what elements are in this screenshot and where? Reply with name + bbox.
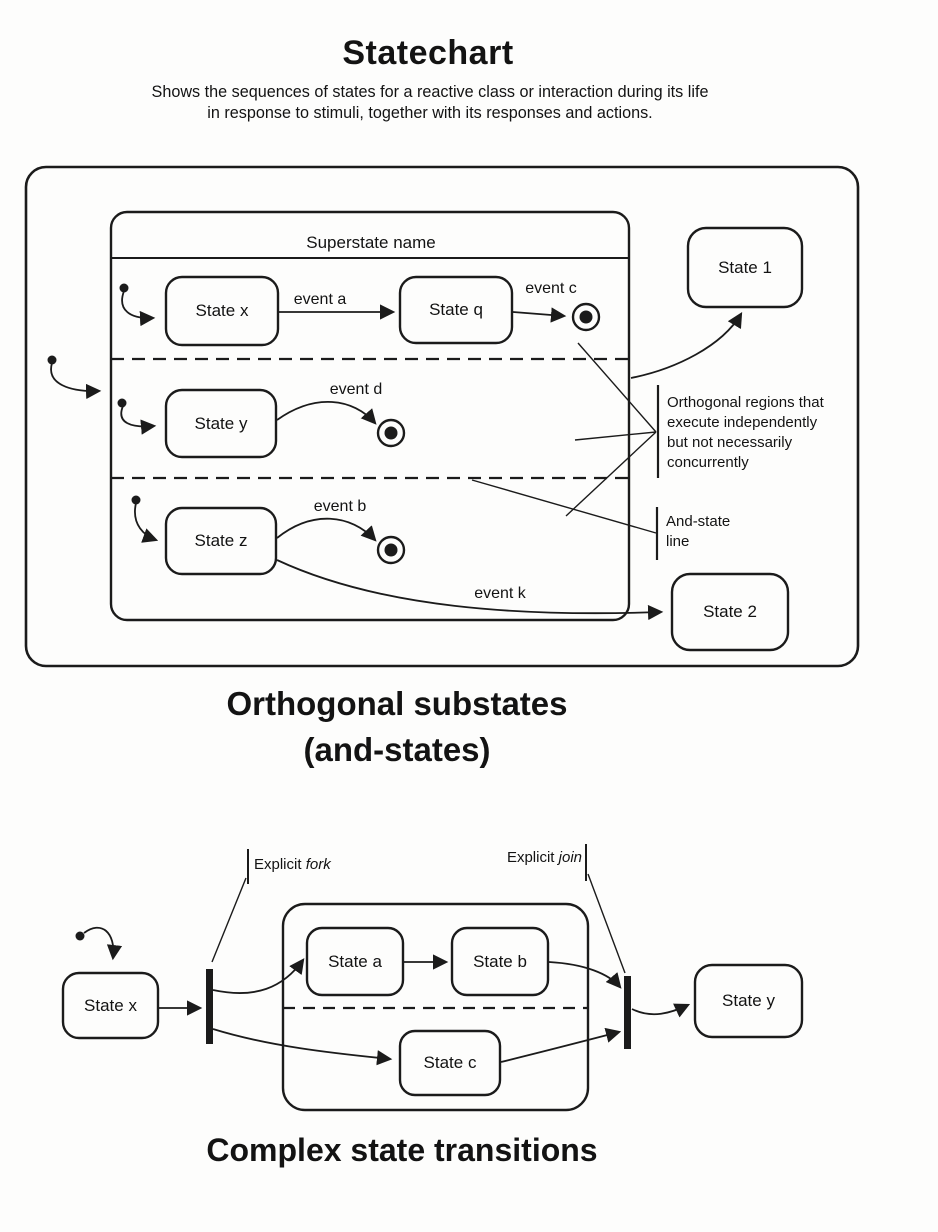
final-state-inner	[384, 543, 398, 557]
event-b-label: event b	[313, 498, 367, 515]
and-state-annotation: And-state line	[666, 512, 786, 552]
state-a-box	[305, 926, 405, 997]
superstate-name: Superstate name	[306, 233, 436, 252]
state-x-bottom-box	[61, 971, 160, 1040]
event-a-label: event a	[293, 291, 347, 308]
initial-transition-to-superstate	[50, 362, 102, 400]
fork-to-state-c	[212, 1028, 393, 1066]
state-2-label: State 2	[703, 602, 757, 621]
orthogonal-annotation-line2: execute independently	[667, 414, 818, 431]
orthogonal-annotation-line3: but not necessarily	[667, 434, 793, 451]
state-1-label: State 1	[718, 257, 772, 277]
and-state-annotation-line2: line	[666, 533, 690, 550]
event-c-label: event c	[525, 280, 577, 297]
join-to-state-y	[631, 1003, 691, 1018]
state-z-label: State z	[194, 531, 248, 550]
initial-state-dot	[119, 283, 129, 293]
state-1-box	[686, 226, 804, 309]
orthogonal-callout-line-1	[577, 342, 657, 433]
fork-to-state-a	[212, 958, 305, 994]
top-diagram-caption: Orthogonal substates (and-states)	[97, 681, 697, 773]
event-k-label: event k	[474, 585, 526, 602]
transition-event-c	[512, 307, 567, 323]
initial-transition-region1	[121, 290, 156, 327]
state-c-to-join	[500, 1027, 622, 1063]
state-q-label: State q	[429, 300, 483, 319]
final-state-inner	[579, 310, 593, 324]
final-state-outer	[571, 302, 601, 332]
transition-to-state-1	[630, 312, 743, 379]
join-bar	[624, 976, 631, 1049]
and-state-callout-line	[471, 479, 657, 534]
initial-state-dot	[47, 355, 57, 365]
explicit-fork-label: Explicit fork	[254, 856, 331, 873]
orthogonal-callout-line-2	[574, 431, 657, 441]
state-b-label: State b	[473, 951, 527, 971]
initial-transition-region3	[134, 502, 159, 543]
initial-state-dot	[131, 495, 141, 505]
state-c-label: State c	[423, 1053, 477, 1072]
orthogonal-annotation-line1: Orthogonal regions that	[667, 394, 824, 411]
bottom-diagram-caption: Complex state transitions	[206, 1132, 598, 1168]
final-state-outer	[376, 418, 406, 448]
transition-event-d	[276, 400, 377, 425]
state-b-box	[450, 926, 550, 997]
enclosing-state-box	[24, 165, 860, 668]
event-d-label: event d	[329, 381, 383, 398]
orthogonal-annotation-line4: concurrently	[667, 454, 749, 471]
and-state-annotation-line1: And-state	[666, 513, 731, 530]
initial-transition-region2	[120, 405, 157, 435]
state-z-box	[164, 506, 278, 576]
superstate-box	[109, 210, 631, 622]
state-y-label: State y	[194, 413, 248, 433]
initial-transition-bottom	[83, 927, 123, 961]
caption-orthogonal-substates: Orthogonal substates	[226, 685, 568, 722]
page-subtitle-line2: in response to stimuli, together with it…	[207, 104, 653, 122]
state-x-label: State x	[195, 301, 249, 320]
final-state-inner	[384, 426, 398, 440]
fork-callout-line	[211, 877, 247, 963]
state-q-box	[398, 275, 514, 345]
page-subtitle-line1: Shows the sequences of states for a reac…	[151, 83, 709, 101]
fork-bar	[206, 969, 213, 1044]
explicit-join-label: Explicit join	[488, 849, 582, 866]
state-y-bottom-box	[693, 963, 804, 1039]
fork-label-prefix: Explicit	[254, 856, 306, 873]
orthogonal-regions-annotation: Orthogonal regions that execute independ…	[667, 393, 847, 473]
transition-event-b	[276, 517, 377, 542]
state-c-box	[398, 1029, 502, 1097]
state-2-box	[670, 572, 790, 652]
orthogonal-callout-line-3	[565, 431, 657, 517]
fork-label-word: fork	[305, 856, 331, 873]
state-y-box	[164, 388, 278, 459]
caption-and-states: (and-states)	[303, 731, 491, 768]
state-x-bottom-label: State x	[84, 995, 137, 1015]
initial-state-dot	[75, 931, 85, 941]
join-label-prefix: Explicit	[506, 849, 559, 866]
join-label-word: join	[558, 849, 582, 866]
state-x-box	[164, 275, 280, 347]
initial-state-dot	[117, 398, 127, 408]
state-b-to-join	[548, 961, 622, 989]
state-a-label: State a	[328, 951, 382, 971]
transition-event-k	[276, 559, 664, 621]
join-callout-line	[587, 873, 626, 974]
final-state-outer	[376, 535, 406, 565]
state-y-bottom-label: State y	[722, 991, 775, 1010]
page-title: Statechart	[342, 34, 514, 72]
